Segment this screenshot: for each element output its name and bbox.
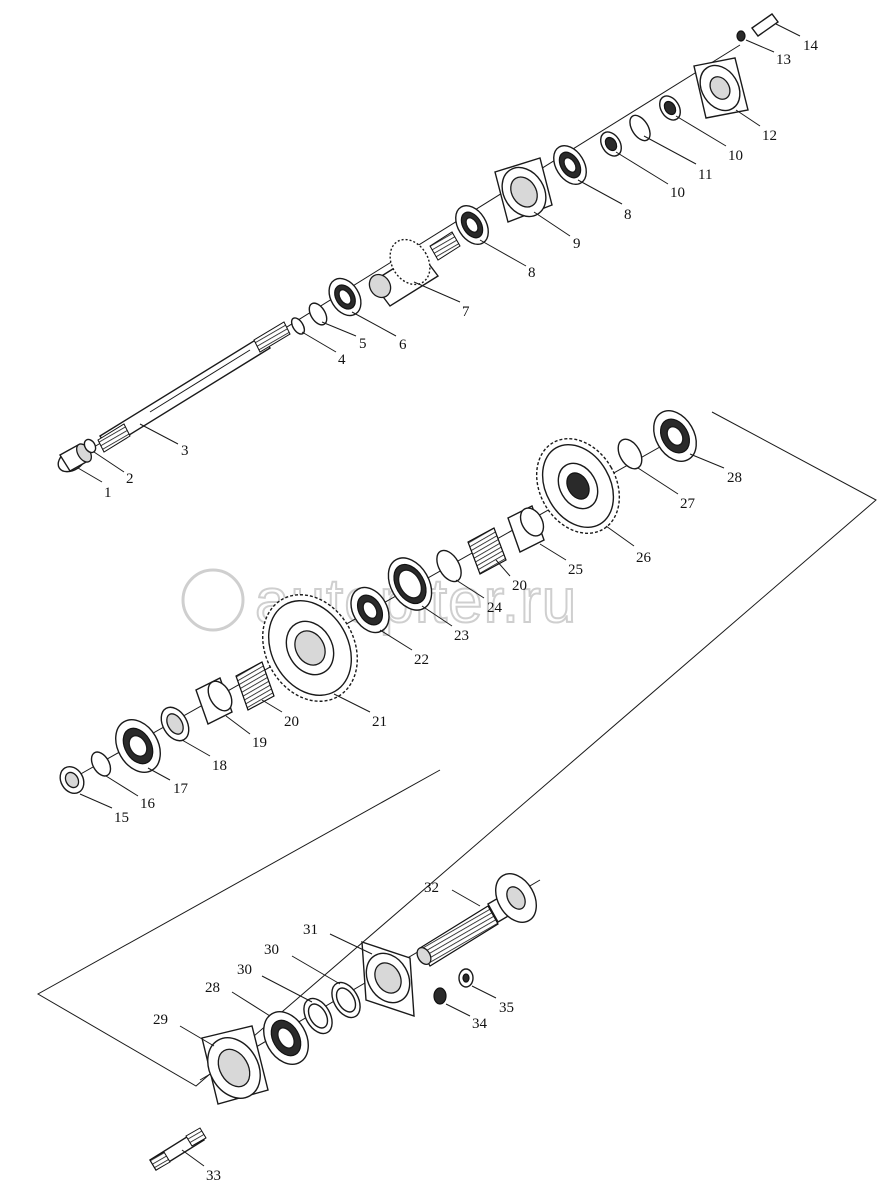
callout-33: 33 [206,1168,221,1184]
callout-22: 22 [414,652,429,668]
callout-14: 14 [803,38,819,54]
callout-10-lower: 10 [670,185,685,201]
part-20-needle-bearing-upper [467,527,507,575]
part-16-washer [90,751,112,777]
part-26-gear [535,438,621,534]
assembly-connector-lines [36,411,877,1087]
part-3-shaft [97,321,291,453]
output-flange-assembly: 33 29 28 30 30 31 32 34 35 [149,873,541,1184]
part-31-flange-plate [361,941,415,1017]
part-5-ring [308,302,328,326]
callout-17: 17 [173,781,189,797]
part-19-spacer [195,677,233,725]
callout-21: 21 [372,714,387,730]
part-13-washer [736,30,746,42]
callout-13: 13 [776,52,791,68]
callout-30-upper: 30 [264,942,279,958]
callout-28-lower: 28 [205,980,220,996]
callout-15: 15 [114,810,129,826]
part-14-bolt [751,13,779,37]
callout-18: 18 [212,758,227,774]
callout-8-lower: 8 [528,265,536,281]
part-28-bearing-upper [653,410,697,462]
callout-19: 19 [252,735,267,751]
part-8-bearing-upper [553,145,587,185]
callout-4: 4 [338,352,346,368]
callout-27: 27 [680,496,696,512]
part-10-nut-upper [659,95,681,121]
part-33-stud [149,1127,207,1171]
part-23-ring [387,557,433,611]
callout-30-lower: 30 [237,962,252,978]
part-30-ring-lower [303,997,333,1035]
part-21-gear [262,594,358,702]
callout-6: 6 [399,337,407,353]
callout-23: 23 [454,628,469,644]
part-2-ring [83,438,97,454]
part-22-bearing [350,586,390,634]
part-11-lock-washer [629,114,651,142]
part-8-bearing-lower [455,205,489,245]
callout-2: 2 [126,471,134,487]
callout-1: 1 [104,485,112,501]
part-25-sleeve [507,505,545,553]
callout-5: 5 [359,336,367,352]
callout-35: 35 [499,1000,514,1016]
callout-24: 24 [487,600,503,616]
part-9-housing [494,157,553,223]
input-shaft-assembly: 1 2 3 4 5 6 7 8 9 8 10 11 10 12 13 14 [57,13,819,501]
callout-20-lower: 20 [284,714,299,730]
part-32-output-shaft [416,873,537,967]
callout-11: 11 [698,167,712,183]
callout-32: 32 [424,880,439,896]
part-4-circlip [290,317,306,335]
callout-28-upper: 28 [727,470,742,486]
callout-10-upper: 10 [728,148,743,164]
callout-25: 25 [568,562,583,578]
callout-20-upper: 20 [512,578,527,594]
part-17-bearing [115,719,161,773]
part-1-sleeve [57,443,92,473]
callout-12: 12 [762,128,777,144]
part-15-plug [59,765,85,795]
part-34-washer [433,987,447,1005]
part-6-bearing [328,277,362,317]
callout-31: 31 [303,922,318,938]
part-18-ring [160,706,190,742]
part-20-needle-bearing-lower [235,661,275,711]
part-35-nut [458,968,474,988]
callout-16: 16 [140,796,156,812]
callout-26: 26 [636,550,652,566]
part-10-nut-lower [600,131,622,157]
part-7-gear [368,231,461,307]
part-27-washer [617,438,643,470]
callout-7: 7 [462,304,470,320]
part-12-cover [693,57,749,119]
callout-8-upper: 8 [624,207,632,223]
part-29-housing [201,1025,269,1105]
part-30-ring-upper [331,981,361,1019]
callout-9: 9 [573,236,581,252]
callout-3: 3 [181,443,189,459]
callout-29: 29 [153,1012,168,1028]
part-28-bearing-lower [263,1011,309,1065]
callout-34: 34 [472,1016,488,1032]
countershaft-assembly: 15 16 17 18 19 20 21 22 23 24 20 25 26 2… [59,410,742,826]
